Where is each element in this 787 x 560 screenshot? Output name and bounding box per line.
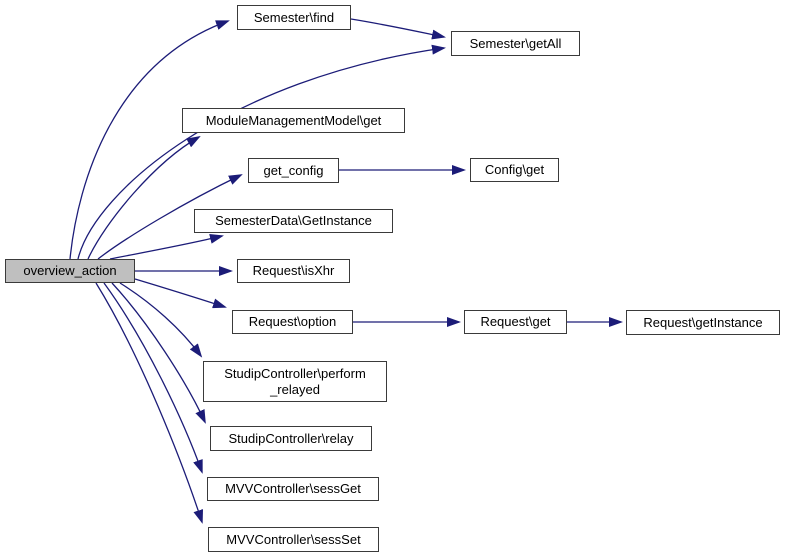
edges <box>69 18 623 524</box>
edge-overview-to-mvvcontroller-sessset <box>95 282 204 524</box>
graph-node-modulemanagementmodel-get[interactable]: ModuleManagementModel\get <box>182 108 405 133</box>
graph-node-studipcontroller-relay[interactable]: StudipController\relay <box>210 426 372 451</box>
edge-overview-to-get-config <box>97 174 243 260</box>
graph-node-mvvcontroller-sessset[interactable]: MVVController\sessSet <box>208 527 379 552</box>
graph-node-config-get[interactable]: Config\get <box>470 158 559 182</box>
edge-overview-to-mvvcontroller-sessget <box>103 282 203 474</box>
graph-node-request-option[interactable]: Request\option <box>232 310 353 334</box>
edge-semester-find-to-semester-getall <box>350 18 446 40</box>
edge-overview-to-request-option <box>134 278 227 309</box>
edge-overview-to-semesterdata-getinstance <box>109 233 224 260</box>
edge-overview-to-studipcontroller-relay <box>111 282 206 424</box>
graph-node-studipcontroller-perform-relayed[interactable]: StudipController\perform _relayed <box>203 361 387 402</box>
edge-overview-to-semester-find <box>69 20 230 260</box>
graph-node-semester-find[interactable]: Semester\find <box>237 5 351 30</box>
edge-overview-to-modulemanagementmodel-get <box>87 136 201 260</box>
graph-node-get-config[interactable]: get_config <box>248 158 339 183</box>
graph-node-semesterdata-getinstance[interactable]: SemesterData\GetInstance <box>194 209 393 233</box>
edge-overview-to-studipcontroller-perform-relayed <box>119 282 203 358</box>
graph-node-semester-getall[interactable]: Semester\getAll <box>451 31 580 56</box>
graph-node-request-get[interactable]: Request\get <box>464 310 567 334</box>
graph-node-request-isxhr[interactable]: Request\isXhr <box>237 259 350 283</box>
graph-node-overview-action[interactable]: overview_action <box>5 259 135 283</box>
graph-node-mvvcontroller-sessget[interactable]: MVVController\sessGet <box>207 477 379 501</box>
graph-node-request-getinstance[interactable]: Request\getInstance <box>626 310 780 335</box>
